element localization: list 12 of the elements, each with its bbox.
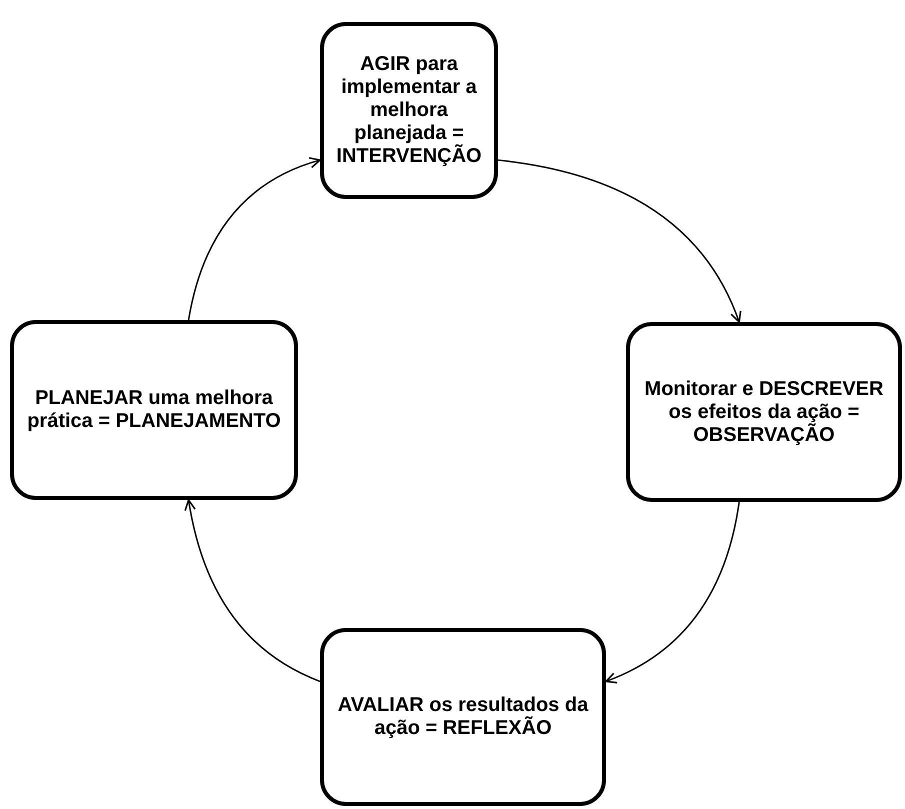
process-box: [320, 628, 606, 806]
process-box: [320, 22, 498, 199]
step-text: Monitorar e DESCREVER os efeitos da ação = OBSERVAÇÃO: [644, 378, 884, 446]
curved-arrow: [498, 159, 741, 323]
step-text: AGIR para implementar a melhora planejada = INTERVENÇÃO: [336, 53, 482, 168]
curved-arrow: [605, 502, 740, 683]
curved-arrow: [188, 158, 321, 320]
step-text: AVALIAR os resultados da ação = REFLEXÃO: [336, 694, 590, 740]
process-box: [626, 322, 902, 502]
step-text: PLANEJAR uma melhora prática = PLANEJAMENTO: [26, 387, 282, 433]
process-box: [10, 320, 298, 500]
curved-arrow: [184, 499, 320, 682]
